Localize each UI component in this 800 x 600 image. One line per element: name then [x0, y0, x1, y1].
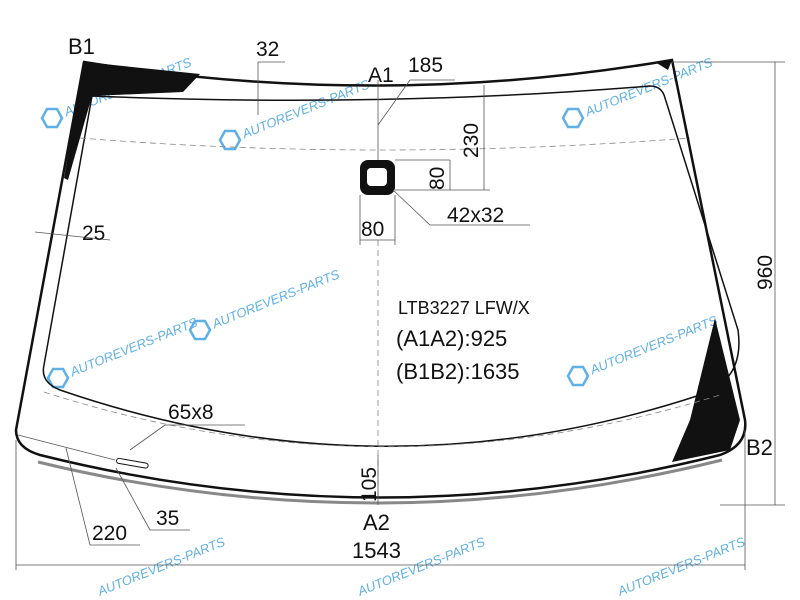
dim-top-band: 32 [256, 38, 279, 61]
watermark: AUTOREVERS-PARTS [188, 266, 342, 341]
visible-area-line-top [79, 137, 691, 151]
svg-text:AUTOREVERS-PARTS: AUTOREVERS-PARTS [587, 312, 720, 377]
dim-slot-size: 65x8 [168, 401, 214, 424]
point-a1: A1 [368, 64, 394, 87]
dim-sensor-width: 80 [361, 218, 384, 241]
slot-cutout [116, 457, 149, 469]
frit-inner-edge [42, 85, 740, 447]
dim-side-band: 25 [82, 222, 105, 245]
glass-outer-edge [14, 58, 747, 499]
svg-text:AUTOREVERS-PARTS: AUTOREVERS-PARTS [209, 266, 342, 331]
frit-top-left [64, 62, 200, 180]
dim-a1-offset: 185 [408, 54, 443, 77]
part-code: LTB3227 LFW/X [398, 298, 530, 318]
dimension-lines [15, 61, 785, 570]
watermarks: AUTOREVERS-PARTS AUTOREVERS-PARTS AUTORE… [40, 54, 748, 599]
sensor-window [367, 168, 387, 186]
dim-sensor-height: 80 [426, 167, 449, 190]
glass-lower-shadow [37, 458, 723, 505]
dim-sensor-size: 42x32 [447, 204, 504, 227]
point-b2: B2 [746, 435, 773, 460]
a1a2-length: (A1A2):925 [396, 326, 507, 351]
frit-bottom-right [672, 318, 740, 462]
dim-slot-edge: 35 [156, 507, 179, 530]
watermark: AUTOREVERS-PARTS [46, 314, 200, 389]
dim-sensor-to-top: 230 [460, 123, 483, 158]
point-a2: A2 [363, 510, 390, 535]
point-b1: B1 [68, 34, 95, 59]
dim-bottom-band: 105 [358, 467, 381, 502]
watermark: AUTOREVERS-PARTS [218, 76, 372, 151]
visible-area-line-bottom [43, 391, 721, 448]
watermark: AUTOREVERS-PARTS [566, 312, 720, 387]
watermark: AUTOREVERS-PARTS [615, 534, 748, 599]
dim-width: 1543 [352, 538, 401, 563]
b1b2-length: (B1B2):1635 [396, 359, 520, 384]
svg-text:AUTOREVERS-PARTS: AUTOREVERS-PARTS [67, 314, 200, 379]
dim-slot-offset: 220 [92, 522, 127, 545]
dim-height: 960 [754, 255, 777, 290]
